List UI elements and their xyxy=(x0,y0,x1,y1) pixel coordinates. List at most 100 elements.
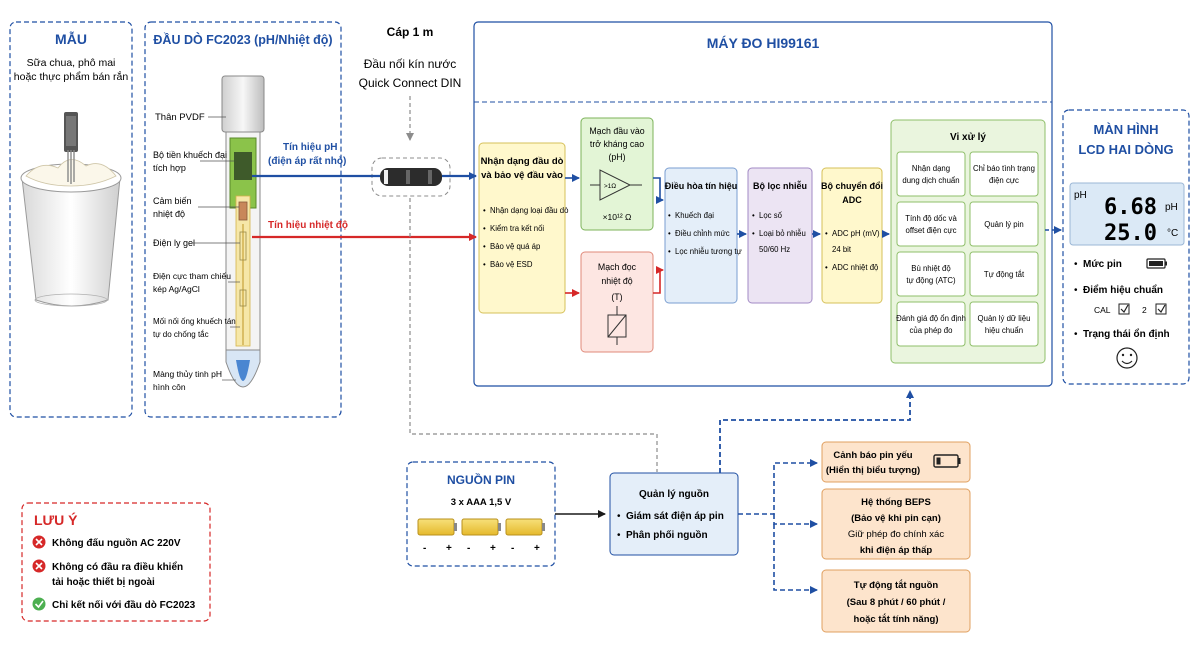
processor-cell-text: Chỉ báo tình trạng xyxy=(973,164,1035,173)
probe-label-tempsensor-2: nhiệt độ xyxy=(153,209,185,219)
lcd-calibration-label: Điểm hiệu chuẩn xyxy=(1083,284,1163,296)
sample-panel: MẪU Sữa chua, phô mai hoặc thực phẩm bán… xyxy=(9,21,133,418)
adc-item-1: 24 bit xyxy=(832,245,852,254)
lcd-bullet-stable: • xyxy=(1074,329,1078,340)
processor-cell-box xyxy=(896,301,966,347)
probe-label-gel: Điện ly gel xyxy=(153,238,195,248)
note-1-line1: Không có đầu ra điều khiển xyxy=(52,561,183,573)
lcd-title-2: LCD HAI DÒNG xyxy=(1078,142,1173,157)
probe-label-ref-1: Điện cực tham chiếu xyxy=(153,271,231,281)
beps-line3: Giữ phép đo chính xác xyxy=(848,529,944,540)
lcd-title-1: MÀN HÌNH xyxy=(1094,122,1159,137)
auto-off-block: Tự động tắt nguồn (Sau 8 phút / 60 phút … xyxy=(821,569,971,633)
processor-cell-5: Tự động tắt xyxy=(969,251,1039,297)
input-item-dot-3: • xyxy=(483,260,486,269)
lcd-panel: MÀN HÌNH LCD HAI DÒNG pH 6.68 pH 25.0 °C… xyxy=(1062,109,1190,385)
processor-cell-text: hiệu chuẩn xyxy=(985,326,1023,335)
processor-cell-text: Tự động tắt xyxy=(984,270,1025,279)
battery-polarity-1: + xyxy=(446,543,452,554)
processor-cell-text: Quản lý dữ liệu xyxy=(978,314,1031,323)
probe-panel: ĐẦU DÒ FC2023 (pH/Nhiệt độ) Thân PVDF Bộ… xyxy=(144,21,348,418)
adc-title-2: ADC xyxy=(842,195,862,205)
inserted-probe-icon xyxy=(64,112,78,184)
input-item-3: Bảo vệ ESD xyxy=(490,260,533,269)
notes-panel: LƯU Ý Không đấu nguồn AC 220V Không có đ… xyxy=(21,502,211,622)
battery-icon xyxy=(1146,258,1167,269)
connector-label-2: Quick Connect DIN xyxy=(359,76,462,90)
processor-cell-text: Đánh giá độ ổn định xyxy=(896,314,966,323)
power-manager-item-0: Giám sát điện áp pin xyxy=(626,511,724,522)
cond-item-0: Khuếch đại xyxy=(675,211,714,220)
input-item-dot-0: • xyxy=(483,206,486,215)
noise-filter-block xyxy=(747,167,813,304)
connector-label-1: Đầu nối kín nước xyxy=(364,57,457,71)
note-2-line1: Chỉ kết nối với đầu dò FC2023 xyxy=(52,599,196,611)
processor-cell-box xyxy=(969,301,1039,347)
battery-source-panel: NGUỒN PIN 3 x AAA 1,5 V - + - + - + xyxy=(406,461,556,567)
processor-title: Vi xử lý xyxy=(950,132,986,143)
probe-label-ref-2: kép Ag/AgCl xyxy=(153,284,200,294)
power-manager-block: Quản lý nguồn • Giám sát điện áp pin • P… xyxy=(609,472,739,556)
filter-title: Bộ lọc nhiễu xyxy=(753,181,807,191)
lcd-temp-value: 25.0 xyxy=(1104,221,1157,246)
cond-item-1: Điều chỉnh mức xyxy=(675,229,730,238)
auto-off-line1: Tự động tắt nguồn xyxy=(854,579,939,591)
ph-input-block xyxy=(580,117,654,231)
probe-body-icon xyxy=(221,75,265,388)
filter-dot-1: • xyxy=(752,229,755,238)
lcd-stability-label: Trạng thái ổn định xyxy=(1083,328,1170,340)
adc-dot-0: • xyxy=(825,229,828,238)
cable-title: Cáp 1 m xyxy=(387,25,434,39)
processor-cell-box xyxy=(896,151,966,197)
cal-check-icon-2 xyxy=(1155,303,1167,315)
manager-to-processor-arrow xyxy=(719,390,914,473)
note-1-line2: tải hoặc thiết bị ngoài xyxy=(52,576,155,588)
amplifier-icon xyxy=(590,169,642,201)
input-block-title-2: và bảo vệ đầu vào xyxy=(481,170,563,181)
note-0-line1: Không đấu nguồn AC 220V xyxy=(52,537,181,549)
manager-dot-0: • xyxy=(617,511,621,522)
probe-label-glass-2: hình côn xyxy=(153,382,186,392)
lcd-screen xyxy=(1069,182,1185,246)
adc-title-1: Bộ chuyển đổi xyxy=(821,181,883,191)
low-battery-line2: (Hiển thị biểu tượng) xyxy=(826,465,920,476)
sample-desc-line1: Sữa chua, phô mai xyxy=(27,57,116,69)
power-title: NGUỒN PIN xyxy=(447,472,515,487)
ph-input-title-1: Mạch đầu vào xyxy=(589,126,644,136)
probe-label-glass-1: Màng thủy tinh pH xyxy=(153,369,222,379)
filter-item-2: 50/60 Hz xyxy=(759,245,790,254)
ph-input-title-3: (pH) xyxy=(608,152,625,162)
manager-dot-1: • xyxy=(617,530,621,541)
cond-dot-0: • xyxy=(668,211,671,220)
ph-input-impedance: ×10¹² Ω xyxy=(603,212,632,222)
probe-label-preamp-1: Bộ tiền khuếch đại xyxy=(153,150,227,160)
no-icon-1 xyxy=(32,535,46,549)
ph-input-title-2: trở kháng cao xyxy=(590,139,644,149)
battery-polarity-4: - xyxy=(511,543,514,554)
meter-panel: MÁY ĐO HI99161 Nhận dạng đầu dò và bảo v… xyxy=(473,21,1053,387)
processor-cell-text: của phép đo xyxy=(910,326,954,335)
no-icon-2 xyxy=(32,559,46,573)
processor-cell-text: offset điện cực xyxy=(905,226,956,235)
probe-label-junction-2: tự do chống tắc xyxy=(153,330,209,339)
beps-line2: (Bảo vệ khi pin cạn) xyxy=(851,513,941,524)
probe-label-pvdf: Thân PVDF xyxy=(155,112,205,123)
processor-cell-text: Tính độ dốc và xyxy=(905,214,957,223)
processor-cell-text: Quản lý pin xyxy=(984,220,1023,229)
processor-cell-2: Tính độ dốc và offset điện cực xyxy=(896,201,966,247)
sample-desc-line2: hoặc thực phẩm bán rắn xyxy=(14,70,129,83)
smiley-icon xyxy=(1116,347,1138,369)
lcd-cal-text: CAL xyxy=(1094,305,1111,315)
lcd-ph-unit: pH xyxy=(1165,202,1178,213)
adc-item-2: ADC nhiệt độ xyxy=(832,263,879,272)
processor-cell-text: tự động (ATC) xyxy=(906,276,956,285)
input-item-dot-1: • xyxy=(483,224,486,233)
input-protection-block xyxy=(478,142,566,314)
power-manager-title: Quản lý nguồn xyxy=(639,488,709,500)
auto-off-line2: (Sau 8 phút / 60 phút / xyxy=(847,597,946,608)
cal-check-icon-1 xyxy=(1118,303,1130,315)
conditioning-title: Điều hòa tín hiệu xyxy=(665,181,738,191)
beps-line1: Hệ thống BEPS xyxy=(861,497,931,508)
